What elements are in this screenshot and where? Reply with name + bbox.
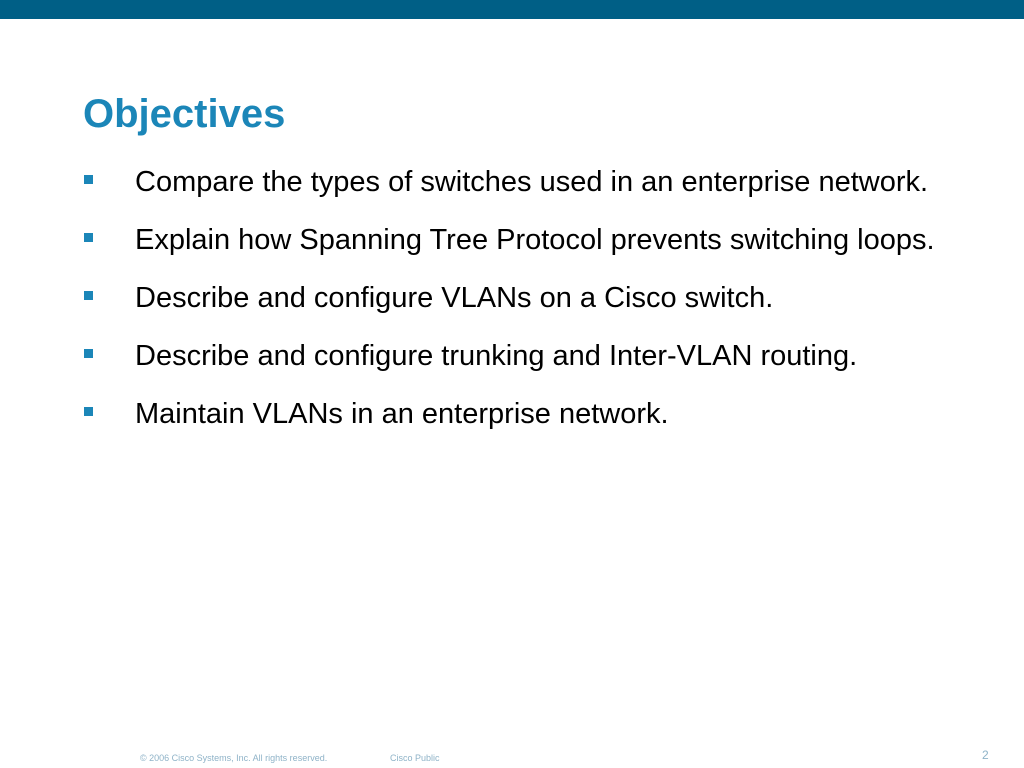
list-item-text: Describe and configure trunking and Inte… xyxy=(135,340,858,372)
list-item: Explain how Spanning Tree Protocol preve… xyxy=(84,222,964,258)
list-item-text: Maintain VLANs in an enterprise network. xyxy=(135,398,669,430)
top-banner-bar xyxy=(0,0,1024,19)
list-item: Maintain VLANs in an enterprise network. xyxy=(84,396,964,432)
square-bullet-icon xyxy=(84,175,93,184)
list-item: Compare the types of switches used in an… xyxy=(84,164,964,200)
square-bullet-icon xyxy=(84,291,93,300)
page-number: 2 xyxy=(982,748,989,762)
footer-copyright: © 2006 Cisco Systems, Inc. All rights re… xyxy=(140,753,328,763)
list-item-text: Explain how Spanning Tree Protocol preve… xyxy=(135,224,935,256)
objectives-list: Compare the types of switches used in an… xyxy=(84,164,964,454)
list-item-text: Describe and configure VLANs on a Cisco … xyxy=(135,282,774,314)
list-item-text: Compare the types of switches used in an… xyxy=(135,166,929,198)
square-bullet-icon xyxy=(84,233,93,242)
footer-classification: Cisco Public xyxy=(390,753,440,763)
slide-title: Objectives xyxy=(83,92,286,136)
list-item: Describe and configure VLANs on a Cisco … xyxy=(84,280,964,316)
square-bullet-icon xyxy=(84,349,93,358)
list-item: Describe and configure trunking and Inte… xyxy=(84,338,964,374)
square-bullet-icon xyxy=(84,407,93,416)
